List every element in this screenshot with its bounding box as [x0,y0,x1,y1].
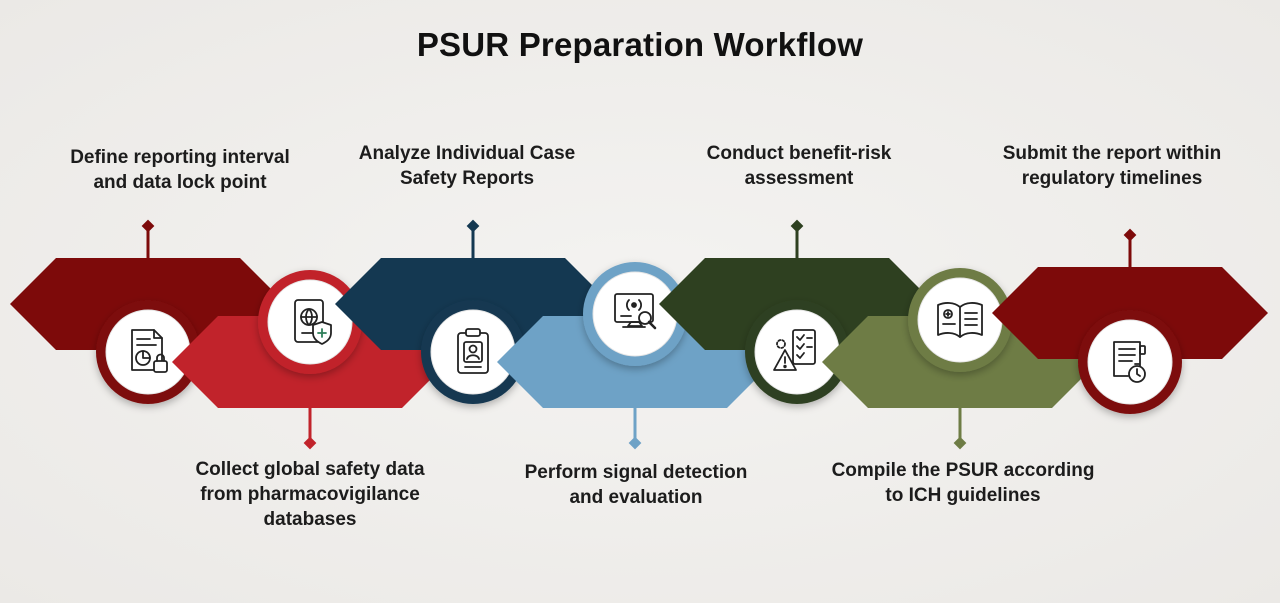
page-title: PSUR Preparation Workflow [416,26,864,63]
step-3-label-line-2: Safety Reports [399,168,535,189]
monitor-signal-search-icon [614,293,657,330]
step-5-label-line-1: Conduct benefit-risk [706,143,892,164]
step-2-label-line-3: databases [263,509,357,530]
id-badge-clipboard-icon [457,328,489,374]
report-stopwatch-icon [1113,341,1146,383]
step-1-pin [141,219,155,233]
step-5-icon-disc [754,309,840,395]
step-2-label-line-2: from pharmacovigilance [200,484,420,505]
step-3-pin [466,219,480,233]
step-4-icon-disc [592,271,678,357]
step-2-label: Collect global safety data from pharmaco… [150,457,470,532]
step-2-pin [303,436,317,450]
step-7-icon-disc [1087,319,1173,405]
step-3-label-line-1: Analyze Individual Case [358,143,576,164]
step-4-pin [628,436,642,450]
passport-shield-icon [294,299,332,345]
step-3-label: Analyze Individual Case Safety Reports [307,141,627,191]
step-7-label: Submit the report within regulatory time… [952,141,1272,191]
step-1-label-line-1: Define reporting interval [70,147,290,168]
document-chart-lock-icon [131,329,168,373]
step-2-label-line-1: Collect global safety data [195,459,425,480]
open-book-icon [937,302,983,338]
workflow-step-7 [992,228,1268,414]
checklist-warning-icon [773,329,816,371]
step-6-label-line-1: Compile the PSUR according [831,460,1095,481]
step-7-pin [1123,228,1137,242]
workflow-step-4 [497,262,773,450]
step-6-pin [953,436,967,450]
step-5-label: Conduct benefit-risk assessment [639,141,959,191]
step-7-label-line-1: Submit the report within [1002,143,1222,164]
step-4-label: Perform signal detection and evaluation [476,460,796,510]
step-5-label-line-2: assessment [744,168,854,189]
step-7-label-line-2: regulatory timelines [1021,168,1203,189]
step-6-label-line-2: to ICH guidelines [885,485,1041,506]
step-6-label: Compile the PSUR according to ICH guidel… [803,458,1123,508]
step-4-label-line-1: Perform signal detection [524,462,748,483]
step-1-label: Define reporting interval and data lock … [20,145,340,195]
step-5-pin [790,219,804,233]
step-2-icon-disc [267,279,353,365]
step-1-label-line-2: and data lock point [93,172,267,193]
step-4-label-line-2: and evaluation [569,487,703,508]
